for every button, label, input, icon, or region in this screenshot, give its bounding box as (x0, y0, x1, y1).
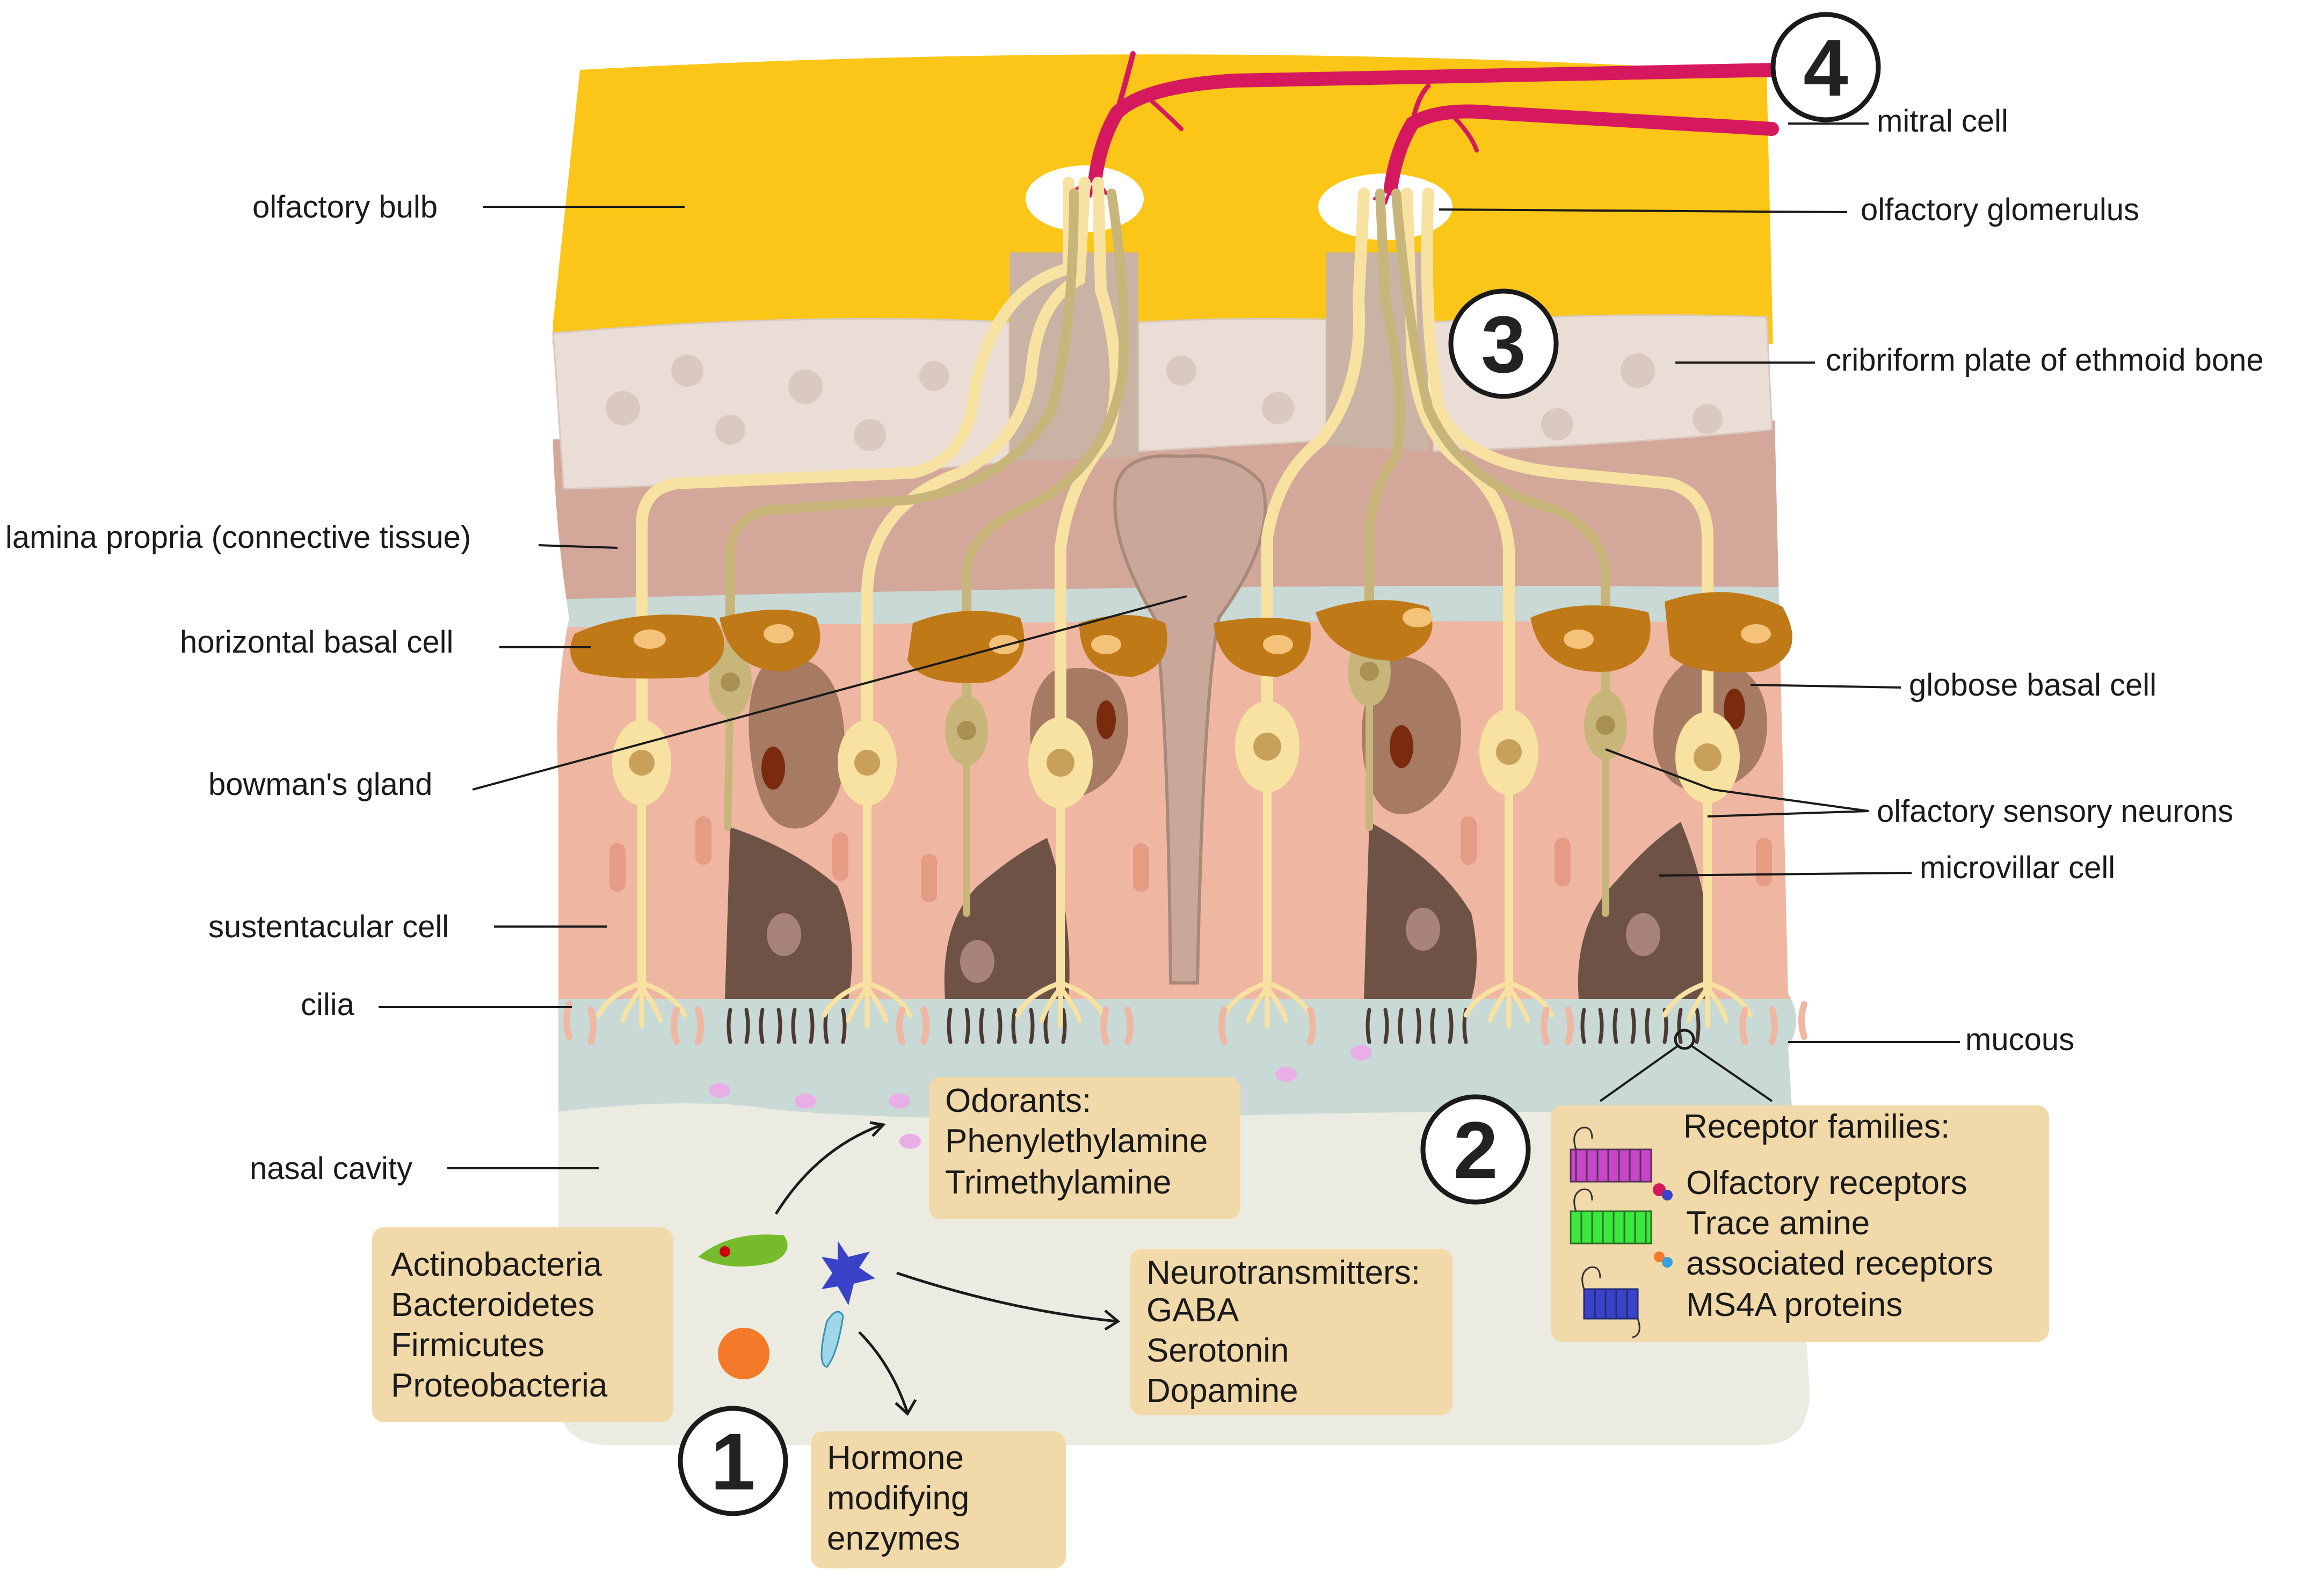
bacterium-orange (718, 1328, 769, 1379)
box-neurotransmitters: Neurotransmitters: GABA Serotonin Dopami… (1130, 1249, 1452, 1415)
odorant-molecules (709, 1045, 1372, 1149)
cilia (563, 1001, 1807, 1045)
bowmans-gland (1113, 454, 1267, 985)
label-cribriform-plate: cribriform plate of ethmoid bone (1826, 343, 2264, 378)
label-nasal-cavity: nasal cavity (250, 1151, 412, 1186)
bacterium-light-blue (820, 1311, 844, 1368)
arrows (774, 1121, 1121, 1416)
label-lamina-propria: lamina propria (connective tissue) (5, 520, 471, 555)
svg-text:1: 1 (710, 1416, 755, 1507)
microvillar-cells (725, 822, 1710, 1044)
cribriform-plate (552, 314, 1773, 490)
bacterium-blue (822, 1241, 875, 1305)
label-olfactory-glomerulus: olfactory glomerulus (1861, 192, 2139, 227)
ms4a-protein-icon (1581, 1266, 1640, 1339)
label-olfactory-sensory-neurons: olfactory sensory neurons (1877, 794, 2233, 829)
svg-text:2: 2 (1453, 1105, 1498, 1195)
svg-text:modifying: modifying (827, 1480, 969, 1517)
svg-text:Trimethylamine: Trimethylamine (945, 1164, 1171, 1201)
labels: olfactory bulb lamina propria (connectiv… (5, 104, 2264, 1186)
svg-text:Receptor families:: Receptor families: (1683, 1108, 1950, 1145)
label-mitral-cell: mitral cell (1877, 104, 2008, 139)
marker-3: 3 (1448, 288, 1559, 399)
label-globose-basal-cell: globose basal cell (1909, 668, 2156, 703)
svg-text:Olfactory receptors: Olfactory receptors (1686, 1164, 1967, 1202)
marker-4: 4 (1770, 12, 1881, 122)
number-markers: 4 3 2 1 (678, 12, 1881, 1516)
svg-text:Serotonin: Serotonin (1146, 1332, 1289, 1369)
box-hormone: Hormone modifying enzymes (811, 1431, 1066, 1568)
olfactory-sensory-neurons (596, 177, 1753, 1029)
leader-lines (379, 122, 1960, 1169)
bacterium-green (698, 1234, 788, 1267)
box-receptors: Receptor families: Olfactory receptors T… (1551, 1105, 2049, 1342)
box-odorants: Odorants: Phenylethylamine Trimethylamin… (929, 1077, 1240, 1219)
svg-text:MS4A proteins: MS4A proteins (1686, 1286, 1902, 1323)
svg-text:Trace amine: Trace amine (1686, 1205, 1870, 1242)
svg-text:Actinobacteria: Actinobacteria (391, 1246, 602, 1283)
olfactory-receptor-icon (1570, 1126, 1673, 1200)
label-cilia: cilia (301, 987, 355, 1022)
label-bowmans-gland: bowman's gland (208, 767, 432, 802)
mucous-layer (552, 999, 1810, 1123)
svg-text:Bacteroidetes: Bacteroidetes (391, 1286, 594, 1323)
box-bacteria: Actinobacteria Bacteroidetes Firmicutes … (372, 1227, 673, 1422)
svg-text:Firmicutes: Firmicutes (391, 1327, 544, 1364)
svg-text:associated receptors: associated receptors (1686, 1245, 1993, 1282)
svg-text:4: 4 (1803, 23, 1848, 113)
label-microvillar-cell: microvillar cell (1920, 850, 2115, 885)
olfactory-bulb-layer (552, 54, 1810, 344)
svg-text:Phenylethylamine: Phenylethylamine (945, 1123, 1208, 1160)
label-mucous: mucous (1965, 1022, 2074, 1057)
receptor-zoom (1599, 1029, 1773, 1102)
label-sustentacular-cell: sustentacular cell (208, 909, 449, 944)
svg-text:3: 3 (1481, 299, 1526, 389)
svg-text:Hormone: Hormone (827, 1439, 964, 1477)
microbes (698, 1234, 875, 1379)
svg-text:Proteobacteria: Proteobacteria (391, 1367, 608, 1404)
svg-text:Dopamine: Dopamine (1146, 1372, 1298, 1409)
sustentacular-cell-nuclei (609, 816, 1772, 902)
label-olfactory-bulb: olfactory bulb (252, 190, 438, 225)
svg-text:enzymes: enzymes (827, 1520, 960, 1557)
label-horizontal-basal-cell: horizontal basal cell (180, 625, 453, 660)
marker-1: 1 (678, 1406, 788, 1516)
svg-text:Neurotransmitters:: Neurotransmitters: (1146, 1254, 1420, 1291)
trace-amine-receptor-icon (1570, 1188, 1673, 1268)
marker-2: 2 (1420, 1094, 1531, 1205)
svg-text:GABA: GABA (1146, 1292, 1239, 1329)
svg-text:Odorants:: Odorants: (945, 1082, 1091, 1119)
